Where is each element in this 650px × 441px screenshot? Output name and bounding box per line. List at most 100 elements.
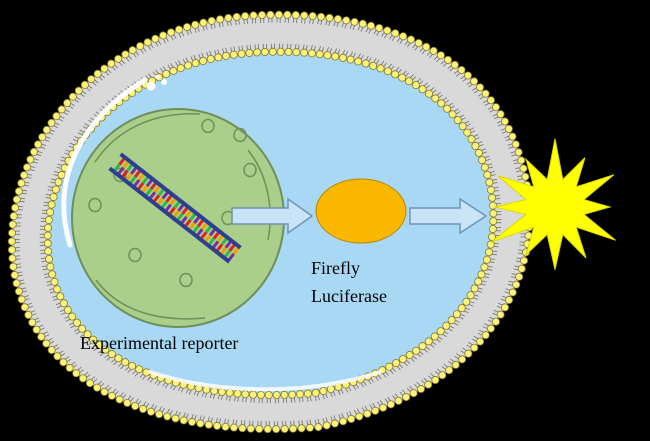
- lipid-head: [491, 103, 500, 112]
- lipid-head: [376, 64, 385, 73]
- lipid-head: [215, 15, 224, 24]
- lipid-head: [246, 424, 255, 433]
- lipid-head: [369, 61, 378, 70]
- lipid-head: [338, 53, 347, 62]
- dna-helix: [108, 152, 242, 264]
- lipid-head: [330, 419, 339, 428]
- lipid-head: [300, 48, 309, 57]
- lipid-head: [431, 94, 440, 103]
- lipid-head: [139, 405, 148, 414]
- lipid-head: [350, 17, 359, 26]
- nuclear-pores: [88, 118, 257, 288]
- lipid-head: [512, 280, 521, 289]
- lipid-head: [437, 99, 446, 108]
- lipid-head: [443, 55, 452, 64]
- lipid-head: [470, 343, 479, 352]
- lipid-head: [470, 284, 479, 293]
- lipid-head: [233, 389, 242, 398]
- dna-base: [189, 212, 197, 221]
- lipid-head: [398, 73, 407, 82]
- lipid-head: [222, 51, 231, 60]
- lipid-head: [93, 383, 102, 392]
- lipid-head: [315, 50, 324, 59]
- lipid-head: [257, 10, 266, 19]
- lipid-head: [325, 13, 334, 22]
- lipid-head: [511, 140, 520, 149]
- lipid-head: [136, 42, 145, 51]
- dna-base: [125, 172, 133, 182]
- lipid-head: [24, 310, 33, 319]
- lipid-head: [418, 85, 427, 94]
- lipid-head: [135, 365, 144, 374]
- lipid-head: [314, 423, 323, 432]
- lipid-head: [249, 390, 258, 399]
- lipid-head: [17, 179, 26, 188]
- lipid-head: [199, 18, 208, 27]
- lipid-head: [463, 71, 472, 80]
- lipid-head: [305, 423, 314, 432]
- lipid-head: [505, 296, 514, 305]
- lipid-head: [217, 387, 226, 396]
- lipid-head: [87, 75, 96, 84]
- lipid-head: [466, 291, 475, 300]
- lipid-head: [183, 23, 192, 32]
- lipid-head: [491, 317, 500, 326]
- lipid-head: [23, 163, 32, 172]
- dna-base: [126, 163, 134, 172]
- lipid-head: [385, 362, 394, 371]
- lipid-head: [52, 112, 61, 121]
- lipid-head: [63, 98, 72, 107]
- lipid-head: [363, 409, 372, 418]
- lipid-head: [174, 25, 183, 34]
- lipid-head: [28, 318, 37, 327]
- lipid-head: [10, 271, 19, 280]
- lipid-head: [438, 371, 447, 380]
- dna-base: [153, 185, 162, 194]
- lipid-head: [232, 12, 241, 21]
- lipid-head: [159, 31, 168, 40]
- lipid-head: [486, 186, 495, 195]
- lipid-head: [430, 332, 439, 341]
- lipid-head: [482, 255, 491, 264]
- lipid-head: [422, 42, 431, 51]
- dna-base: [220, 237, 228, 246]
- lipid-head: [214, 53, 223, 62]
- dna-base: [172, 209, 180, 218]
- lipid-head: [496, 110, 505, 119]
- lipid-head: [241, 11, 250, 20]
- lipid-head: [399, 32, 408, 41]
- lipid-head: [283, 10, 292, 19]
- lipid-head: [47, 200, 56, 209]
- lipid-head: [44, 223, 53, 232]
- lipid-head: [457, 304, 466, 313]
- dna-base: [181, 206, 189, 215]
- lipid-head: [8, 228, 17, 237]
- lipid-head: [500, 303, 509, 312]
- lipid-head: [121, 358, 130, 367]
- lipid-head: [237, 49, 246, 58]
- dna-base: [144, 188, 153, 197]
- lipid-head: [375, 24, 384, 33]
- bubbles: [146, 75, 167, 91]
- lipid-head: [107, 59, 116, 68]
- lipid-head: [379, 403, 388, 412]
- lipid-head: [424, 337, 433, 346]
- lipid-head: [453, 116, 462, 125]
- lipid-head: [229, 423, 238, 432]
- lipid-head: [107, 350, 116, 359]
- reporter-label: Experimental reporter: [80, 333, 238, 353]
- lipid-head: [355, 412, 364, 421]
- lipid-head: [249, 11, 258, 20]
- light-burst-icon: [490, 138, 616, 270]
- lipid-head: [43, 239, 52, 248]
- lipid-head: [171, 414, 180, 423]
- nuclear-pore: [243, 162, 257, 178]
- lipid-head: [17, 295, 26, 304]
- lipid-head: [196, 419, 205, 428]
- lipid-head: [333, 14, 342, 23]
- lipid-head: [115, 395, 124, 404]
- lipid-head: [33, 140, 42, 149]
- lipid-head: [263, 425, 272, 434]
- dna-base: [156, 197, 164, 206]
- lipid-head: [53, 285, 62, 294]
